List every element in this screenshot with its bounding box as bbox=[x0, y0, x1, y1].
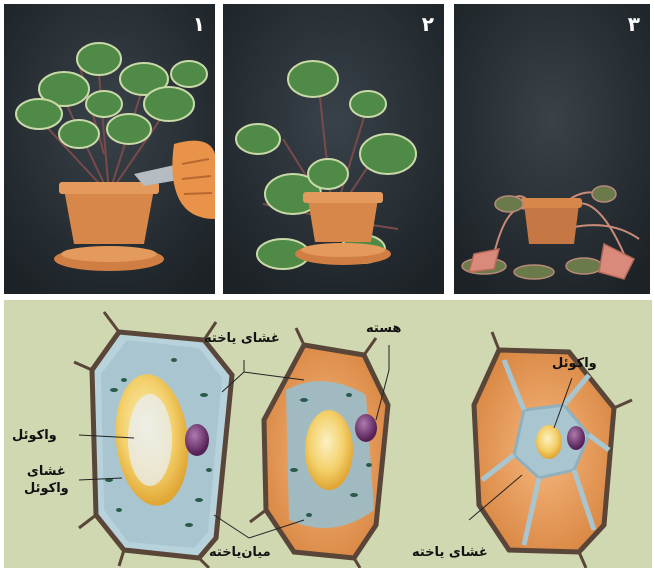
cell-normal bbox=[250, 328, 388, 568]
plant-cells-illustration bbox=[4, 300, 652, 568]
label-vacuole-membrane-line1: غشای bbox=[24, 463, 69, 480]
photo-number-3: ۳ bbox=[628, 12, 640, 36]
label-vacuole-right: واکوئل bbox=[552, 355, 597, 372]
photo-plant-normal: ۲ bbox=[223, 4, 444, 294]
label-vacuole-membrane-line2: واکوئل bbox=[24, 480, 69, 497]
label-vacuole-membrane: غشای واکوئل bbox=[24, 463, 69, 497]
label-cell-membrane-top: غشای یاخته bbox=[204, 330, 280, 347]
photo-plant-wilted: ۳ bbox=[454, 4, 650, 294]
plant-illustration-3 bbox=[454, 4, 650, 294]
photo-number-2: ۲ bbox=[422, 12, 434, 36]
photo-plant-watered: ۱ bbox=[4, 4, 215, 294]
label-cell-membrane-bottom: غشای یاخته bbox=[412, 544, 488, 561]
label-cytoplasm: میان‌یاخته bbox=[209, 544, 271, 561]
plant-illustration-2 bbox=[223, 4, 444, 294]
plant-illustration-1 bbox=[4, 4, 215, 294]
photo-number-1: ۱ bbox=[193, 12, 205, 36]
label-vacuole-left: واکوئل bbox=[12, 427, 57, 444]
cell-diagram: غشای یاخته هسته واکوئل واکوئل غشای واکوئ… bbox=[4, 300, 652, 568]
cell-turgid bbox=[74, 312, 232, 568]
label-nucleus: هسته bbox=[366, 320, 401, 337]
